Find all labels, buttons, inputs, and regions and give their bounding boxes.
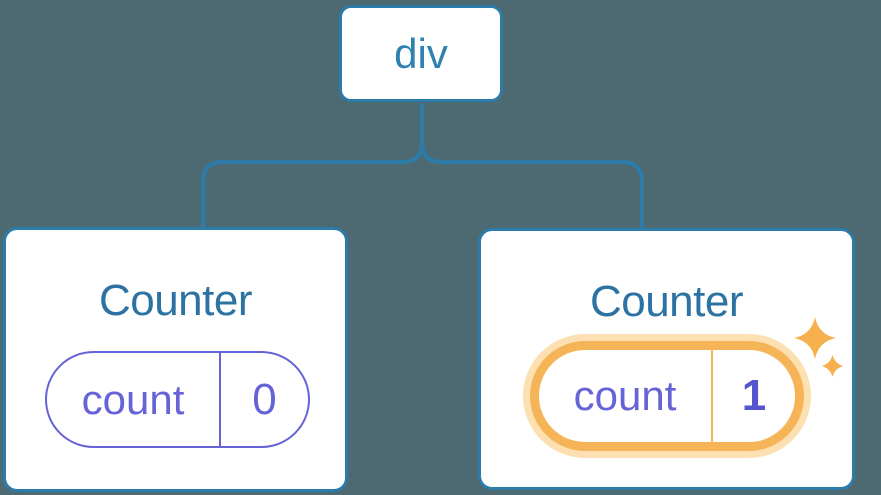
connector-right-branch — [420, 103, 644, 229]
state-pill-left-value: 0 — [252, 374, 277, 424]
counter-card-right-title: Counter — [589, 277, 744, 326]
counter-card-left: Counter count 0 — [3, 227, 348, 492]
state-pill-right-key: count — [573, 372, 677, 419]
state-pill-right-value-cell: 1 — [711, 350, 795, 442]
connector-left-branch — [201, 103, 424, 228]
state-pill-left-key-cell: count — [47, 353, 219, 446]
state-pill-right-key-cell: count — [539, 350, 711, 442]
tree-node-div-label: div — [394, 29, 448, 77]
tree-node-div: div — [339, 5, 503, 102]
state-pill-right-value: 1 — [741, 371, 767, 420]
state-pill-left-value-cell: 0 — [219, 353, 308, 446]
counter-card-left-title: Counter — [98, 276, 253, 325]
state-pill-left: count 0 — [45, 351, 310, 448]
counter-card-right: Counter count 1 — [478, 228, 855, 490]
state-pill-right-highlighted: count 1 — [530, 341, 804, 451]
state-pill-left-key: count — [81, 375, 185, 423]
